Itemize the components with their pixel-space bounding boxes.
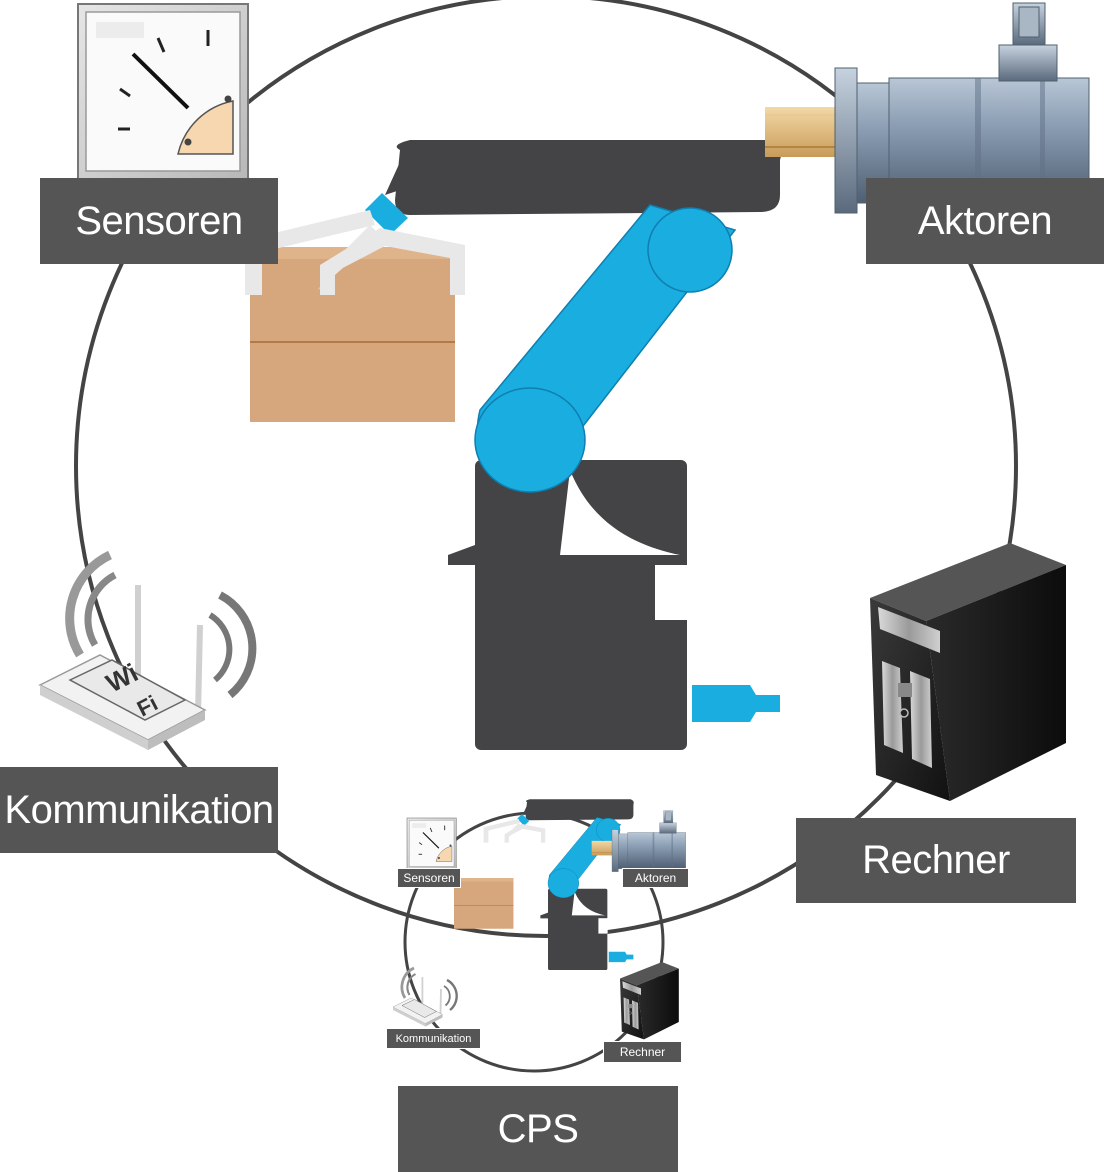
label-aktoren: Aktoren bbox=[866, 178, 1104, 264]
label-rechner: Rechner bbox=[796, 818, 1076, 903]
robot-arm-icon bbox=[189, 139, 782, 751]
mini-computer-tower-icon bbox=[619, 961, 680, 1040]
main-cycle-circle bbox=[74, 0, 1018, 938]
wifi-router-icon: Wi Fi bbox=[40, 555, 252, 750]
mini-label-rechner: Rechner bbox=[603, 1041, 682, 1063]
mini-label-aktoren: Aktoren bbox=[622, 868, 689, 888]
mini-label-sensoren: Sensoren bbox=[397, 868, 461, 888]
mini-wifi-router-icon bbox=[391, 966, 459, 1028]
label-kommunikation: Kommunikation bbox=[0, 767, 278, 853]
gauge-icon bbox=[76, 2, 250, 181]
label-sensoren: Sensoren bbox=[40, 178, 278, 264]
cardboard-box-icon bbox=[249, 246, 456, 423]
mini-gauge-icon bbox=[406, 817, 457, 870]
mini-label-kommunikation: Kommunikation bbox=[386, 1028, 481, 1049]
mini-cps-diagram bbox=[391, 798, 686, 1073]
label-cps: CPS bbox=[398, 1086, 678, 1172]
computer-tower-icon bbox=[869, 542, 1067, 802]
